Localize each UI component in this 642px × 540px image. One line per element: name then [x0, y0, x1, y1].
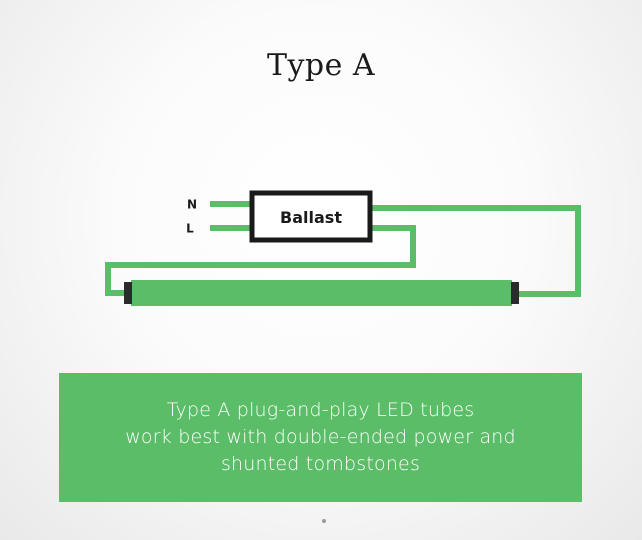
tube-endcap-right: [511, 282, 519, 304]
led-tube: [131, 280, 512, 306]
caption-line-1: Type A plug-and-play LED tubes: [166, 399, 475, 421]
caption-line-2: work best with double-ended power and: [125, 426, 516, 448]
ballast-box: [249, 190, 373, 243]
caption-line-3: shunted tombstones: [220, 453, 421, 475]
page-title: Type A: [266, 48, 376, 83]
wire-ballast-to-left-end: [105, 225, 416, 296]
tube-endcap-left: [124, 282, 132, 304]
wire-ballast-to-right-end: [370, 205, 581, 297]
label-l: L: [186, 222, 194, 236]
decorative-dot: [322, 519, 326, 523]
ballast-label: Ballast: [280, 208, 342, 227]
label-n: N: [187, 198, 197, 212]
caption-text: Type A plug-and-play LED tubes work best…: [125, 397, 516, 478]
caption-box: Type A plug-and-play LED tubes work best…: [59, 373, 582, 502]
